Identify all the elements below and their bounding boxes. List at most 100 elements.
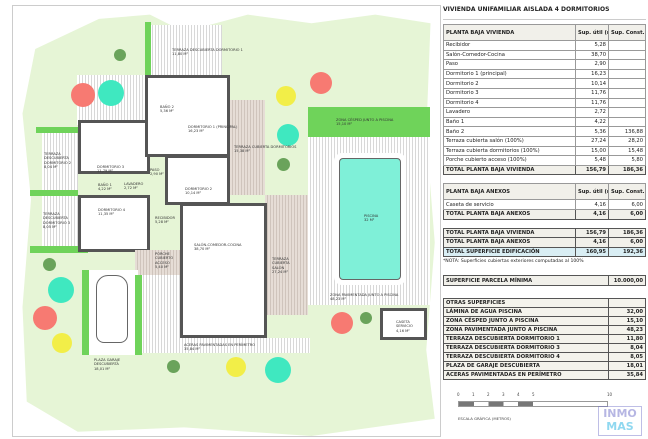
table-cell: TOTAL SUPERFICIE EDIFICACIÓN (443, 246, 576, 258)
table-cell (608, 40, 646, 51)
table-cell: ACERAS PAVIMENTADAS EN PERÍMETRO (443, 369, 609, 380)
table-cell: PLANTA BAJA ANEXOS (443, 183, 576, 201)
tree-icon (331, 312, 353, 334)
tree-icon (52, 333, 72, 353)
room-label: DORMITORIO 411,35 m² (98, 208, 126, 217)
table-cell (608, 49, 646, 61)
table-cell: Baño 1 (443, 116, 576, 128)
table-cell (608, 59, 646, 70)
room-dorm1 (145, 75, 230, 157)
table-cell: 38,70 (575, 49, 609, 61)
table-cell: 10.000,00 (608, 275, 646, 286)
table-cell: PLANTA BAJA VIVIENDA (443, 24, 576, 41)
table-cell: 35,84 (608, 369, 646, 380)
table-row: OTRAS SUPERFICIES (443, 297, 646, 308)
table-cell: TOTAL PLANTA BAJA ANEXOS (443, 237, 576, 248)
tree-icon (276, 86, 296, 106)
tree-icon (310, 72, 332, 94)
terrace-dorm1 (150, 25, 222, 80)
table-cell: 6,00 (608, 208, 646, 220)
hedge (135, 275, 142, 355)
table-cell: 156,79 (575, 164, 609, 176)
table-cell: Recibidor (443, 40, 576, 51)
scale-tick: 4 (517, 392, 520, 397)
covered-terrace-dorms (230, 100, 265, 195)
table-cell: Sup. útil (m²) (575, 183, 609, 201)
table-cell: 11,76 (575, 87, 609, 99)
table-cell: 2,90 (575, 59, 609, 70)
table-cell: ZONA PAVIMENTADA JUNTO A PISCINA (443, 324, 609, 335)
tree-icon (167, 360, 180, 373)
table-cell: Lavadero (443, 107, 576, 118)
room-label: DORMITORIO 210,14 m² (185, 187, 213, 196)
table-cell: Dormitorio 4 (443, 97, 576, 109)
table-cell: 5,36 (575, 126, 609, 137)
table-cell: 4,22 (575, 116, 609, 128)
table-cell: 15,00 (575, 145, 609, 157)
table-cell: 11,76 (575, 97, 609, 109)
room-label: DORMITORIO 1 (PRINCIPAL)16,23 m² (188, 125, 238, 134)
scale-tick: 0 (457, 392, 460, 397)
hedge (30, 190, 78, 196)
table-cell: TOTAL PLANTA BAJA VIVIENDA (443, 227, 576, 239)
table-cell: 6,00 (608, 237, 646, 248)
terrace-dorm2 (42, 130, 78, 192)
table-cell: 186,36 (608, 164, 646, 176)
note: *NOTA: Superficies cubiertas exteriores … (443, 259, 584, 265)
table-cell: Terraza cubierta salón (100%) (443, 135, 576, 147)
table-cell: 2,72 (575, 107, 609, 118)
pool-lawn (308, 107, 430, 137)
table-cell: 5,80 (608, 155, 646, 166)
table-cell (608, 78, 646, 89)
table-cell: 4,16 (575, 199, 609, 210)
areas-table: VIVIENDA UNIFAMILIAR AISLADA 4 DORMITORI… (443, 6, 646, 380)
table-cell: 6,00 (608, 199, 646, 210)
table-cell (608, 97, 646, 109)
table-cell: OTRAS SUPERFICIES (443, 297, 609, 308)
table-cell: 192,36 (608, 246, 646, 258)
table-cell: 5,48 (575, 155, 609, 166)
hedge (30, 246, 88, 253)
room-dorm4 (78, 195, 150, 252)
table-cell: PLAZA DE GARAJE DESCUBIERTA (443, 360, 609, 371)
hedge (82, 270, 89, 355)
table-title: VIVIENDA UNIFAMILIAR AISLADA 4 DORMITORI… (443, 6, 646, 20)
porch (135, 250, 180, 275)
scale-label: ESCALA GRÁFICA (METROS) (458, 416, 511, 421)
table-cell: 5,28 (575, 40, 609, 51)
tree-icon (226, 357, 246, 377)
table-cell: 186,36 (608, 227, 646, 239)
table-cell: TERRAZA DESCUBIERTA DORMITORIO 4 (443, 351, 609, 362)
tree-icon (43, 258, 56, 271)
room-salon (180, 203, 267, 338)
table-cell: 4,16 (575, 208, 609, 220)
room-label: TERRAZA DESCUBIERTA DORMITORIO 28,04 m² (44, 152, 72, 169)
table-cell: Dormitorio 2 (443, 78, 576, 89)
